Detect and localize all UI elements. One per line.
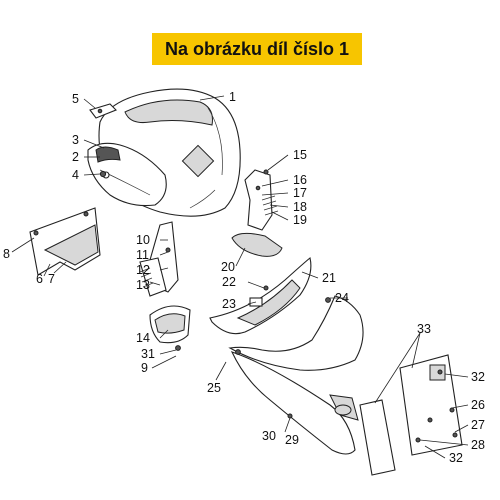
callout-15: 15	[293, 148, 307, 162]
callout-28: 28	[471, 438, 485, 452]
callout-19: 19	[293, 213, 307, 227]
callout-7: 7	[48, 272, 55, 286]
callout-12: 12	[136, 263, 150, 277]
callout-13: 13	[136, 278, 150, 292]
callout-11: 11	[136, 248, 149, 262]
part-10-13-hinge-left[interactable]	[139, 221, 179, 297]
callout-labels: 1 2 3 4 5 6 7 8 9 10 11 12 13 14 15 16 1…	[3, 90, 485, 465]
callout-1: 1	[229, 90, 236, 104]
part-20-lens[interactable]	[231, 232, 283, 257]
callout-18: 18	[293, 200, 307, 214]
callout-23: 23	[222, 297, 236, 311]
part-14-cover[interactable]	[149, 305, 191, 351]
callout-2: 2	[72, 150, 79, 164]
part-6-7-8-panel[interactable]	[29, 207, 101, 276]
callout-3: 3	[72, 133, 79, 147]
part-15-19-hinge-right[interactable]	[244, 169, 279, 231]
callout-14: 14	[136, 331, 150, 345]
callout-21: 21	[322, 271, 336, 285]
callout-31: 31	[141, 347, 155, 361]
callout-33: 33	[417, 322, 431, 336]
part-4-screw[interactable]	[99, 170, 107, 178]
callout-24: 24	[335, 291, 349, 305]
leader-lines	[11, 95, 469, 459]
part-29-30-screws[interactable]	[287, 413, 293, 419]
callout-20: 20	[221, 260, 235, 274]
callout-25: 25	[207, 381, 221, 395]
callout-10: 10	[136, 233, 150, 247]
callout-6: 6	[36, 272, 43, 286]
callout-8: 8	[3, 247, 10, 261]
callout-4: 4	[72, 168, 79, 182]
callout-17: 17	[293, 186, 307, 200]
part-33-plate-holder[interactable]	[359, 354, 463, 476]
part-5-clip[interactable]	[89, 103, 117, 119]
callout-9: 9	[141, 361, 148, 375]
callout-32-top: 32	[471, 370, 485, 384]
part-24-rear-fender[interactable]	[228, 295, 364, 455]
part-21-signal-lamp[interactable]	[209, 257, 312, 335]
callout-22: 22	[222, 275, 236, 289]
callout-16: 16	[293, 173, 307, 187]
callout-29: 29	[285, 433, 299, 447]
callout-27: 27	[471, 418, 485, 432]
callout-32-bottom: 32	[449, 451, 463, 465]
title-text: Na obrázku díl číslo 1	[164, 38, 350, 59]
callout-5: 5	[72, 92, 79, 106]
callout-30: 30	[262, 429, 276, 443]
callout-26: 26	[471, 398, 485, 412]
title-banner: Na obrázku díl číslo 1	[152, 33, 362, 65]
